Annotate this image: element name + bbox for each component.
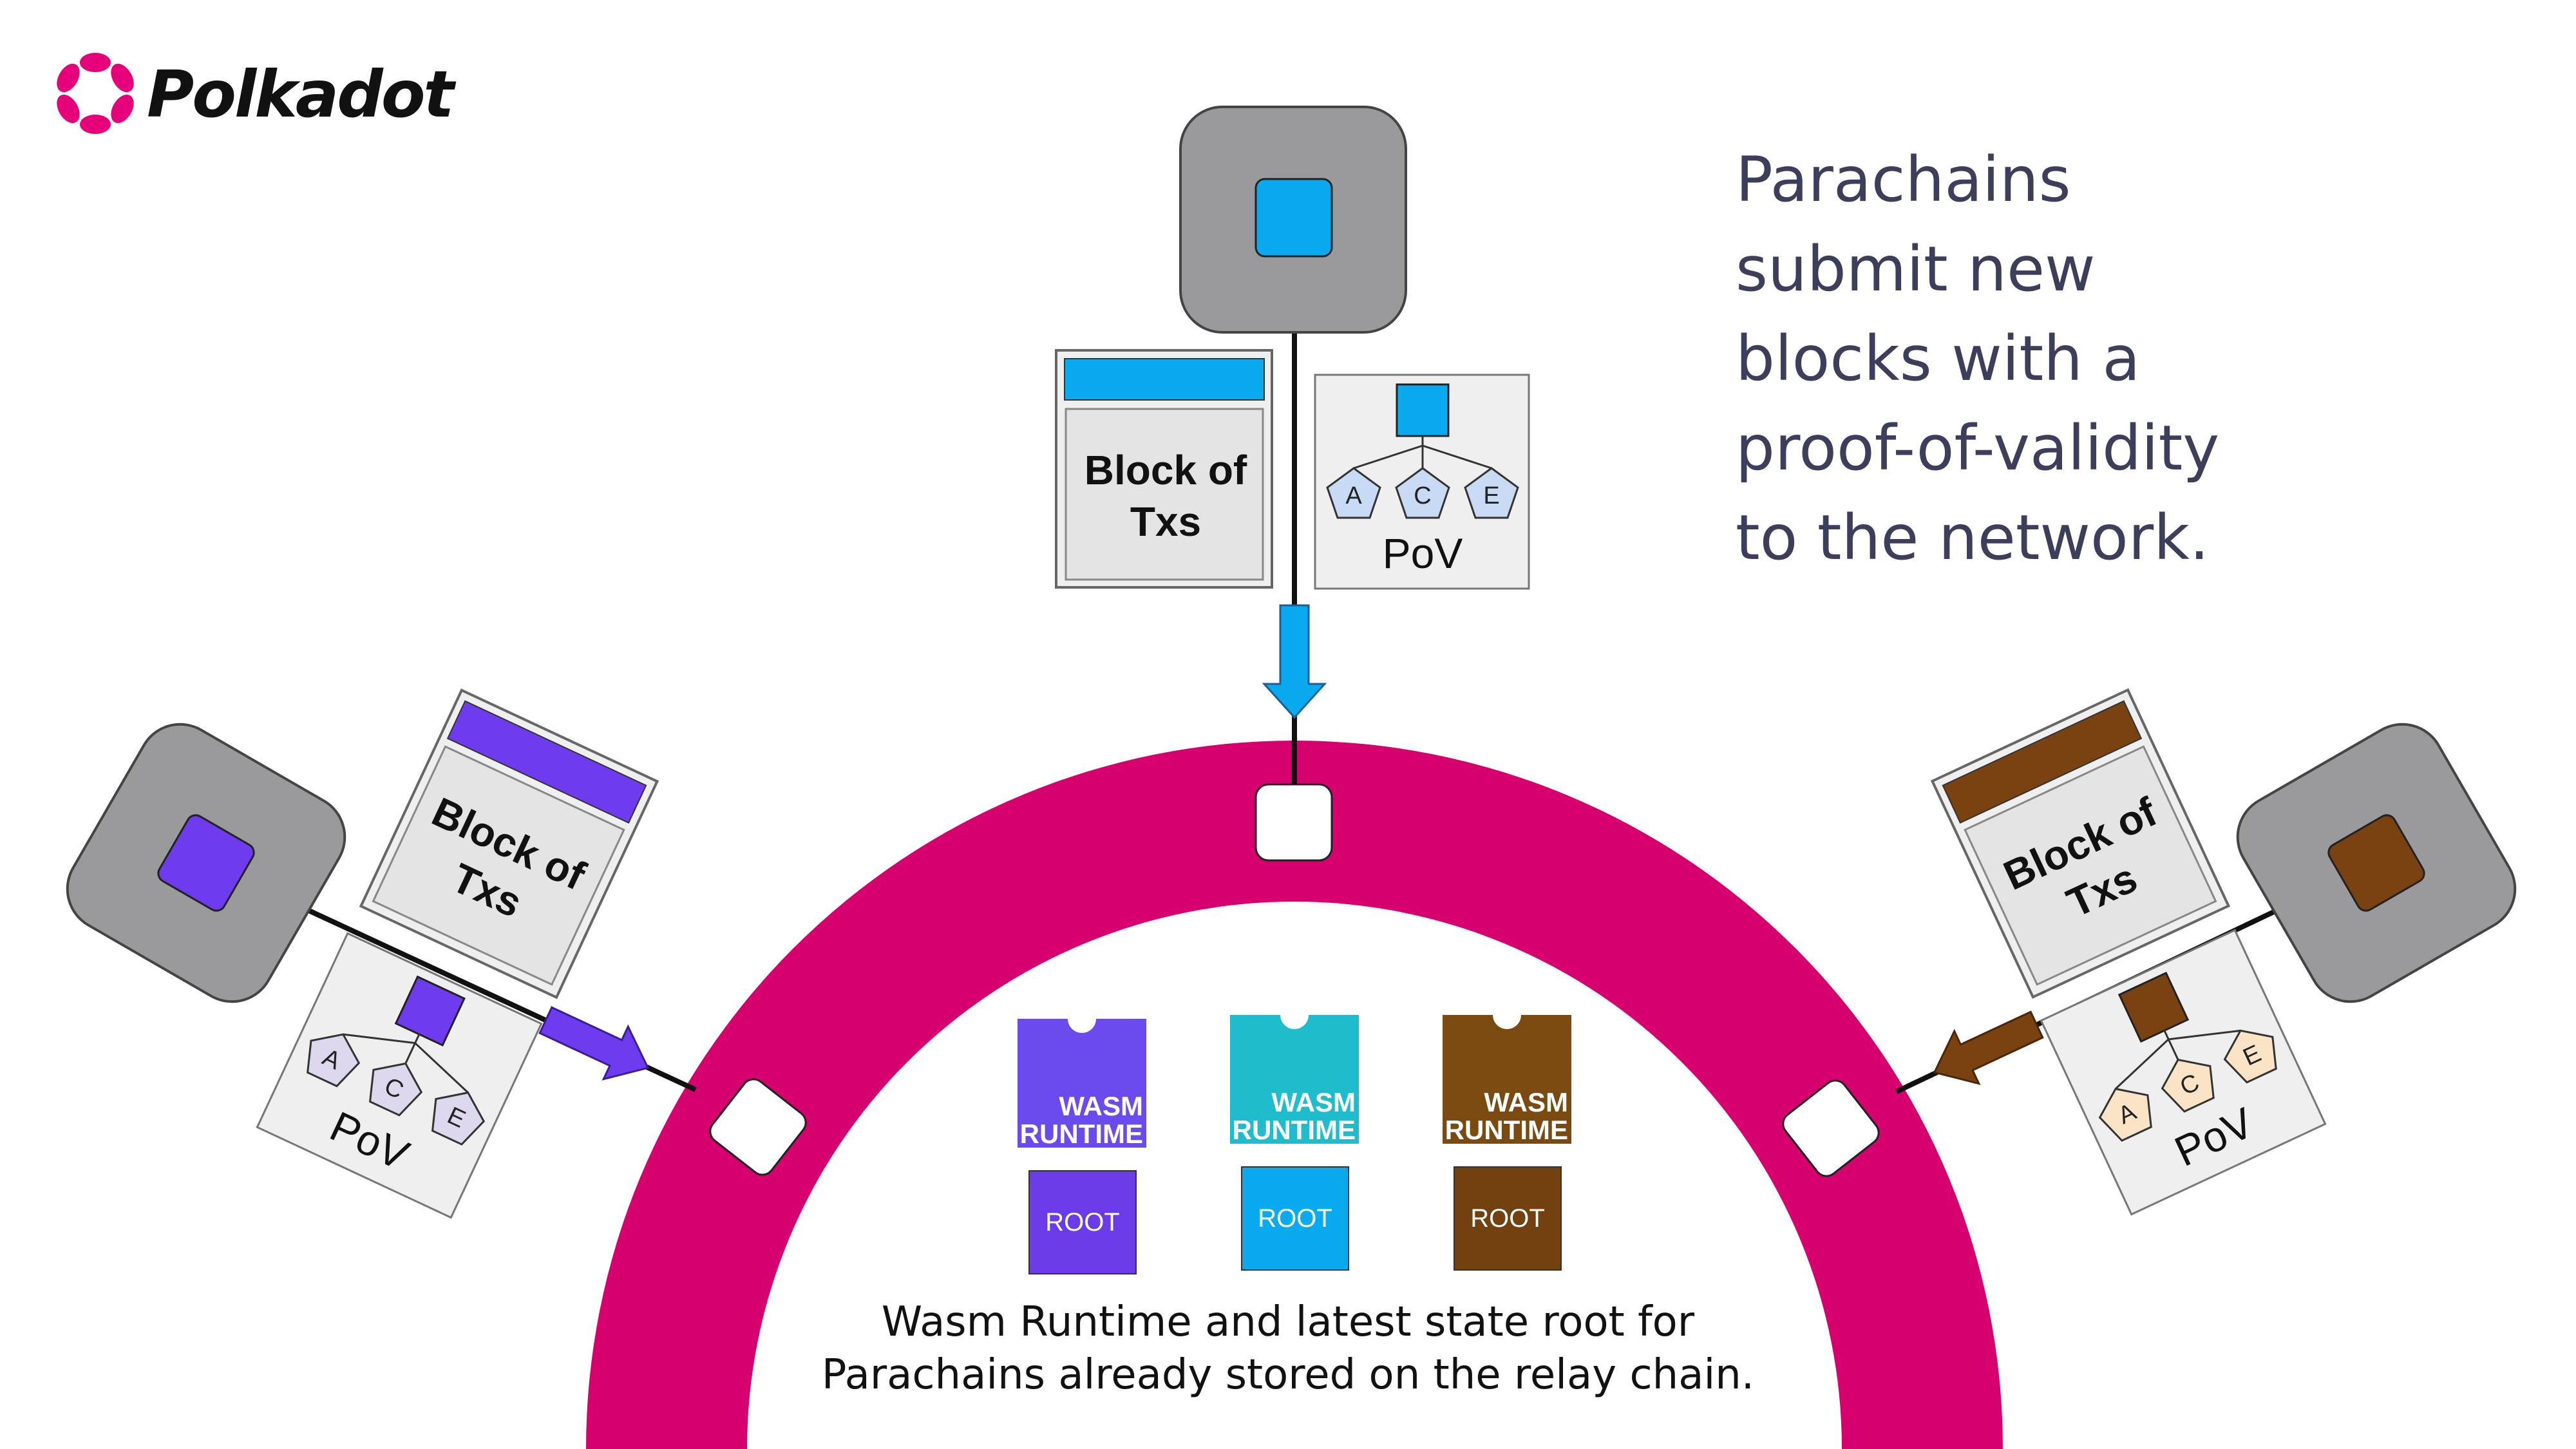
pov-nodes xyxy=(2098,1029,2277,1142)
runtime-label-line2: RUNTIME xyxy=(1020,1119,1143,1149)
block-label-line1: Block of xyxy=(1084,447,1247,493)
parachain-center: Block of Txs A C E xyxy=(1055,106,1530,784)
runtime-label-line2: RUNTIME xyxy=(1233,1115,1356,1145)
wasm-runtime-2: WASM RUNTIME xyxy=(1230,1015,1359,1145)
headline-line: Parachains xyxy=(1736,144,2071,216)
caption: Wasm Runtime and latest state root for P… xyxy=(773,1296,1803,1401)
collator-node-right xyxy=(2236,723,2517,1003)
pov-card: A C E PoV xyxy=(1314,374,1530,590)
submit-arrow-right xyxy=(1933,1010,2044,1085)
pov-nodes xyxy=(306,1033,486,1146)
parachain-right: Block of Txs A C E xyxy=(1895,688,2517,1216)
logo-dots xyxy=(57,53,134,134)
pov-nodes xyxy=(1326,467,1519,519)
collator-node-left xyxy=(66,723,346,1003)
pov-card: A C E PoV xyxy=(2040,929,2327,1216)
headline-line: submit new xyxy=(1736,233,2096,305)
block-of-txs-card: Block of Txs xyxy=(1930,688,2231,999)
state-root-3: ROOT xyxy=(1454,1166,1562,1271)
block-of-txs-card: Block of Txs xyxy=(359,688,659,999)
root-label: ROOT xyxy=(1470,1204,1545,1233)
headline-line: to the network. xyxy=(1736,502,2210,574)
pov-label: PoV xyxy=(1383,529,1463,577)
brand-name: Polkadot xyxy=(147,57,454,132)
runtime-label-line1: WASM xyxy=(1271,1087,1356,1117)
parachain-left: Block of Txs A C E xyxy=(66,688,697,1219)
state-root-2: ROOT xyxy=(1241,1166,1349,1271)
block-label-line2: Txs xyxy=(1130,498,1201,545)
pov-node-c: C xyxy=(1414,482,1431,509)
submit-arrow-center xyxy=(1262,604,1327,719)
wasm-runtime-3: WASM RUNTIME xyxy=(1443,1015,1571,1145)
relay-chain-ring xyxy=(586,741,2003,1449)
headline-line: proof-of-validity xyxy=(1736,412,2220,484)
runtime-label-line1: WASM xyxy=(1484,1087,1568,1117)
headline: Parachains submit new blocks with a proo… xyxy=(1736,135,2508,583)
caption-line: Parachains already stored on the relay c… xyxy=(821,1351,1755,1399)
runtime-label-line2: RUNTIME xyxy=(1445,1115,1568,1145)
pov-node-e: E xyxy=(1483,482,1499,509)
relay-slot-center xyxy=(1255,783,1333,862)
runtime-store: WASM RUNTIME ROOT WASM RUNTIME ROOT WASM… xyxy=(1018,1015,1571,1274)
root-label: ROOT xyxy=(1045,1208,1120,1236)
caption-line: Wasm Runtime and latest state root for xyxy=(881,1298,1695,1346)
headline-line: blocks with a xyxy=(1736,323,2141,395)
wasm-runtime-1: WASM RUNTIME xyxy=(1018,1019,1146,1149)
state-root-1: ROOT xyxy=(1028,1170,1137,1274)
polkadot-logo-icon xyxy=(57,53,134,134)
pov-card: A C E PoV xyxy=(256,932,543,1219)
relay-slot-left xyxy=(709,1078,807,1176)
collator-node-center xyxy=(1179,106,1407,334)
pov-node-a: A xyxy=(1345,482,1362,509)
relay-slot-right xyxy=(1782,1079,1880,1177)
submit-arrow-left xyxy=(538,1006,650,1081)
runtime-label-line1: WASM xyxy=(1059,1091,1143,1121)
root-label: ROOT xyxy=(1258,1204,1332,1233)
block-of-txs-card: Block of Txs xyxy=(1055,349,1273,589)
